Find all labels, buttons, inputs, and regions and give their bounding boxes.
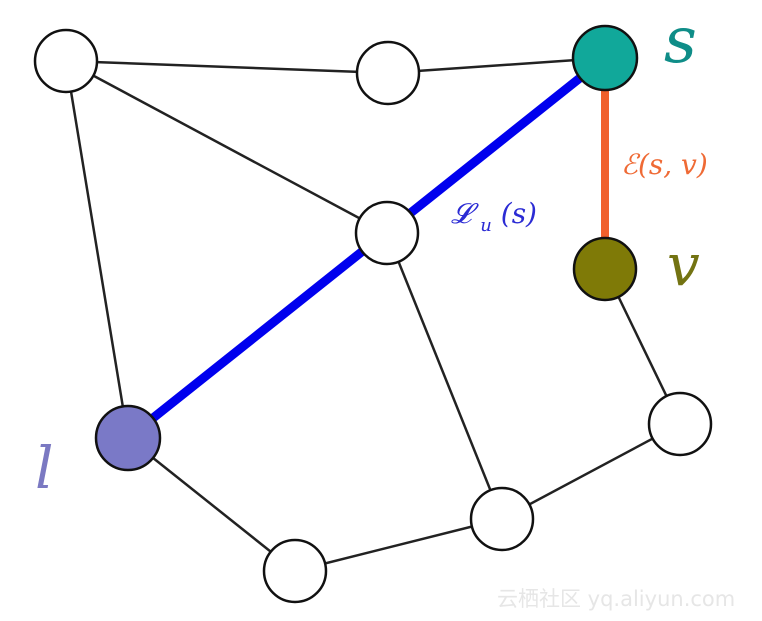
label-landmark-path: 𝓛 u (s) — [451, 197, 537, 238]
edge-a-b — [65, 59, 389, 75]
landmark-path-subscript: u — [480, 215, 492, 236]
edge-b-s — [387, 56, 606, 75]
node-v — [572, 236, 638, 302]
edge-g-f — [501, 422, 681, 521]
edge-a-l — [64, 60, 130, 439]
label-edge-sv: ℰ(s, v) — [621, 148, 708, 181]
watermark-text: 云栖社区 yq.aliyun.com — [497, 587, 735, 611]
node-l — [94, 404, 162, 472]
label-s: s — [664, 4, 697, 78]
landmark-path-argument: (s) — [501, 197, 537, 230]
node-bottom-right — [647, 391, 713, 457]
edge-c-g — [385, 232, 504, 520]
node-top-middle — [355, 40, 421, 106]
edge-h-g — [294, 517, 503, 573]
graph-edges — [64, 56, 682, 573]
node-center — [354, 200, 420, 266]
edge-l-h — [127, 437, 296, 572]
graph-nodes — [33, 24, 713, 604]
label-v: v — [667, 231, 700, 299]
node-bottom-left — [262, 538, 328, 604]
landmark-path-symbol: 𝓛 — [451, 197, 479, 230]
label-l: l — [35, 434, 54, 502]
node-s — [571, 24, 639, 92]
edge-a-c — [65, 59, 388, 235]
node-bottom-middle — [469, 486, 535, 552]
node-top-left — [33, 28, 99, 94]
